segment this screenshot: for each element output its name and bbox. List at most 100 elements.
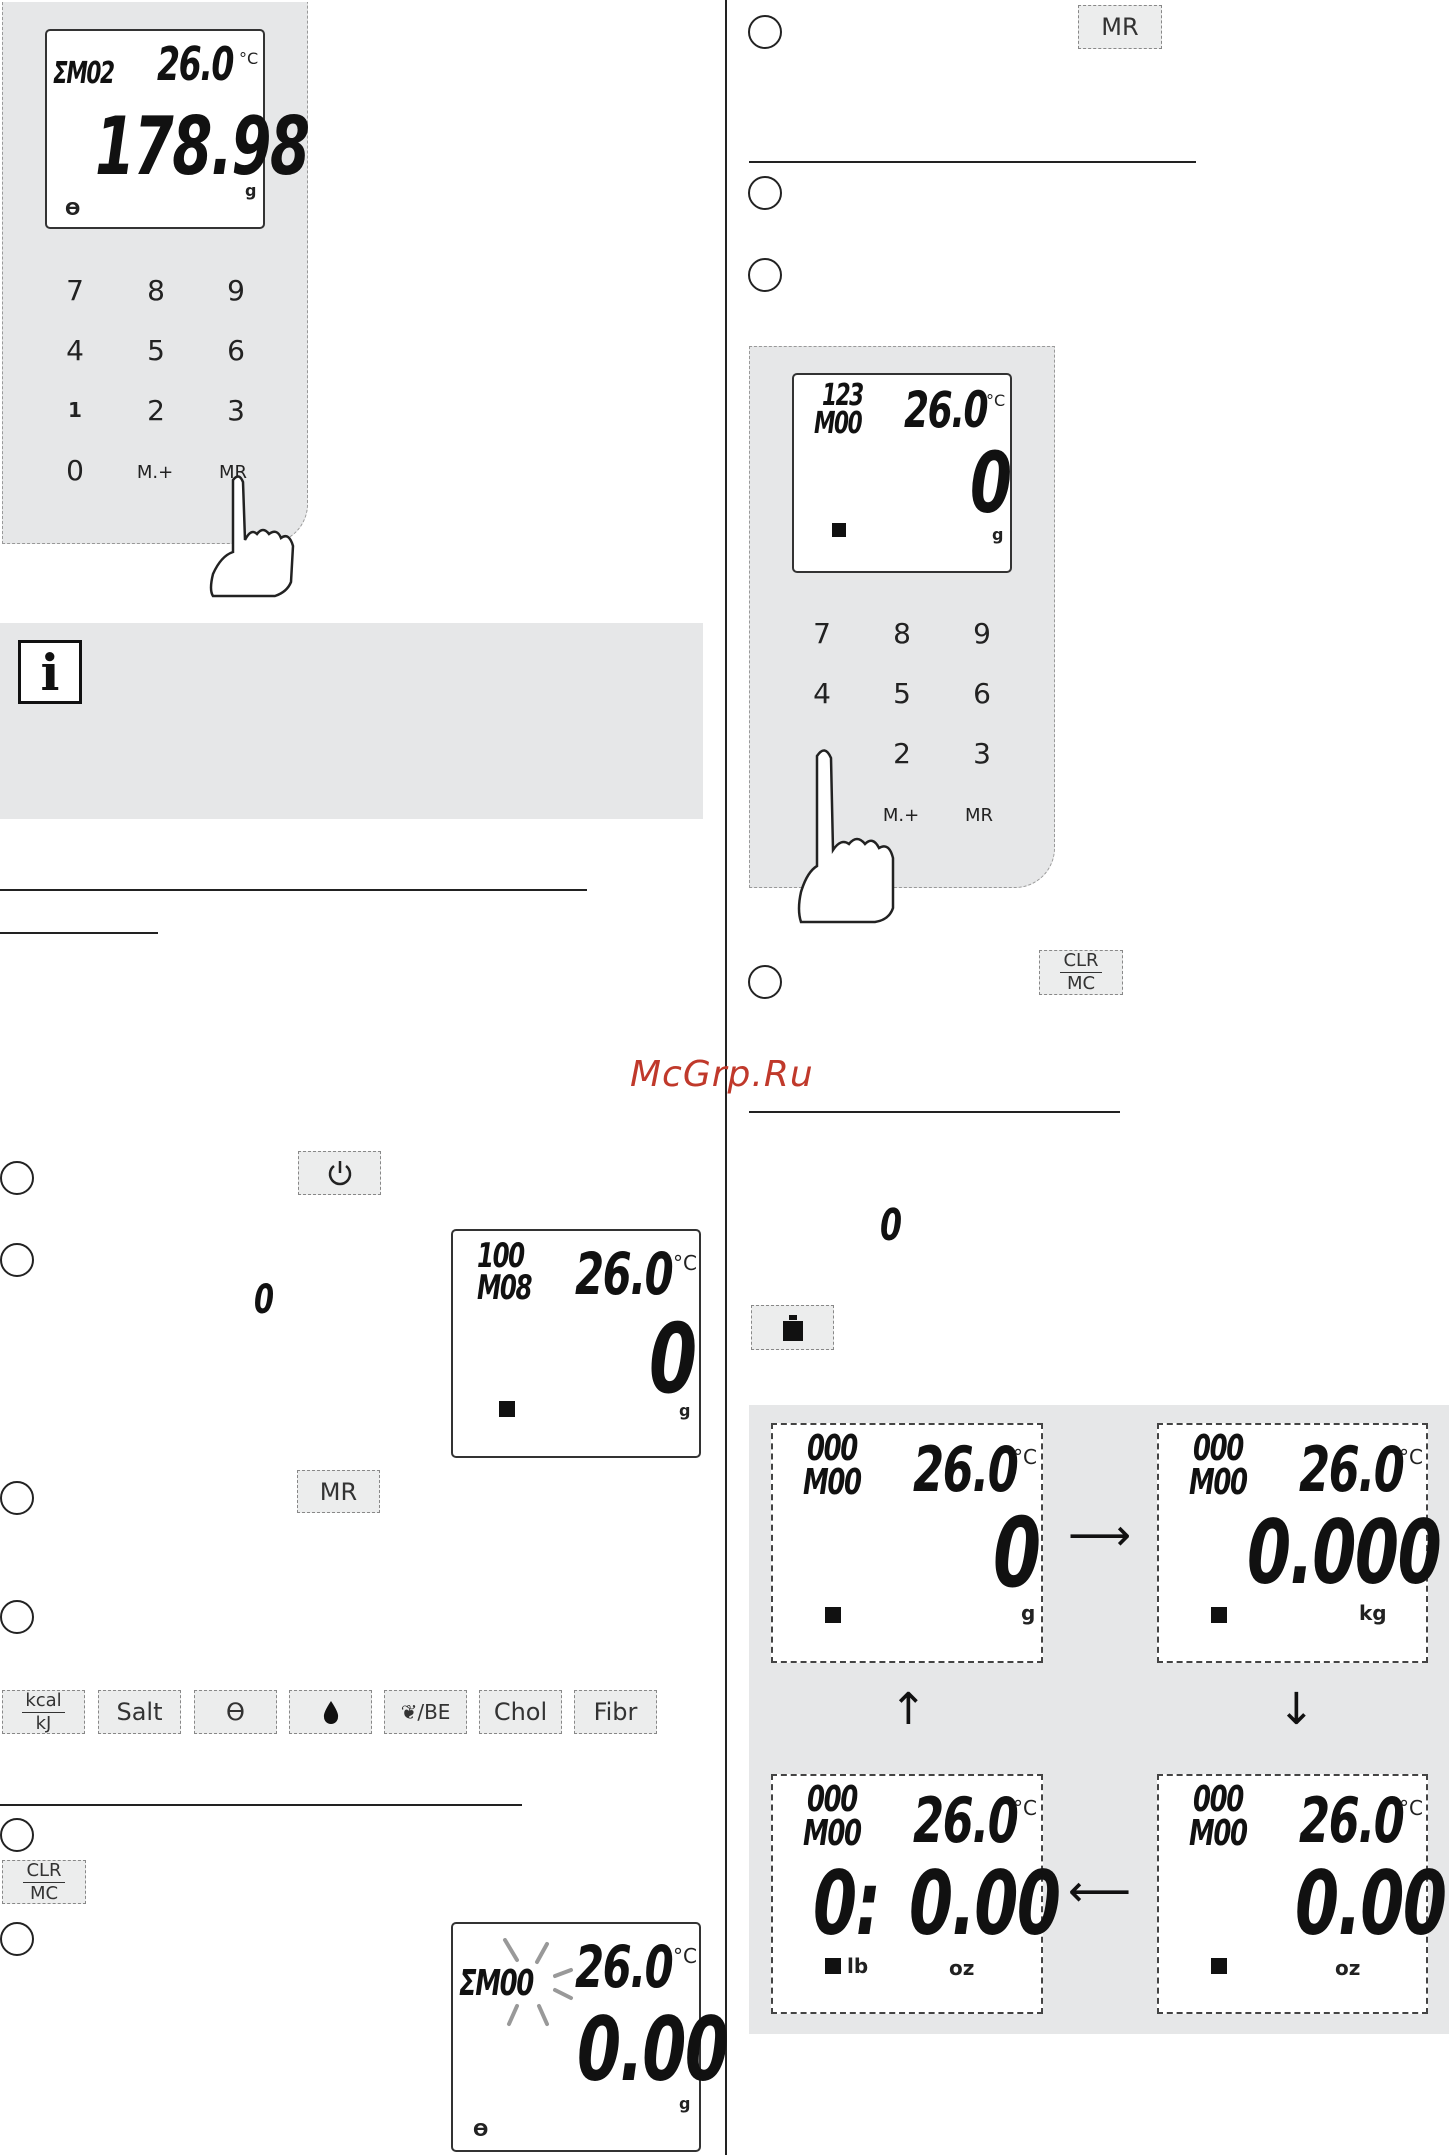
fibr-button[interactable]: Fibr — [574, 1690, 657, 1734]
section-rule-short — [0, 932, 158, 934]
key-7[interactable]: 7 — [813, 617, 831, 650]
carb-be-button[interactable]: ❦/BE — [384, 1690, 467, 1734]
inline-zero: 0 — [254, 1277, 274, 1323]
key-9[interactable]: 9 — [227, 274, 245, 307]
arrow-left-icon: ⟵ — [1068, 1866, 1132, 1917]
lcd-degree: °C — [673, 1944, 697, 1968]
arrow-right-icon: ⟶ — [1068, 1510, 1132, 1561]
lcd-unit: oz — [1335, 1956, 1361, 1980]
lcd-unit-lb: lb — [847, 1954, 869, 1978]
key-1[interactable]: 1 — [68, 398, 82, 422]
info-icon: i — [18, 640, 82, 704]
finger-pointer-icon — [797, 749, 895, 924]
section-rule — [0, 1804, 522, 1806]
fat-button[interactable]: ϴ — [194, 1690, 277, 1734]
arrow-up-icon: ↑ — [890, 1684, 927, 1735]
chol-button[interactable]: Chol — [479, 1690, 562, 1734]
kcal-label: kcal — [22, 1691, 65, 1713]
key-5[interactable]: 5 — [893, 677, 911, 710]
key-m-plus[interactable]: M.+ — [136, 462, 174, 483]
key-2[interactable]: 2 — [893, 737, 911, 770]
mr-button[interactable]: MR — [297, 1470, 380, 1513]
step-circle-r1 — [748, 15, 782, 49]
mc-label: MC — [1066, 973, 1096, 994]
lcd-weight: 0.000 — [1247, 1501, 1442, 1604]
lcd-weight: 0 — [970, 434, 1012, 532]
key-mr[interactable]: MR — [964, 805, 994, 826]
weight-icon — [782, 1314, 803, 1341]
lcd-unit: kg — [1359, 1601, 1387, 1625]
lcd-unit: g — [992, 525, 1004, 544]
lcd-count: 123 — [822, 378, 864, 413]
scale-keypad-panel-right: 123 M00 26.0 °C 0 g 7 8 9 4 5 6 2 3 M.+ … — [749, 346, 1055, 888]
lcd-weight: 0.00 — [577, 1998, 729, 2101]
lcd-unit: g — [245, 181, 257, 200]
key-2[interactable]: 2 — [147, 394, 165, 427]
key-8[interactable]: 8 — [147, 274, 165, 307]
weight-icon — [1211, 1607, 1227, 1623]
key-0[interactable]: 0 — [66, 454, 84, 487]
key-6[interactable]: 6 — [227, 334, 245, 367]
tare-unit-button[interactable] — [751, 1305, 834, 1350]
salt-button[interactable]: Salt — [98, 1690, 181, 1734]
lcd-weight: 0 — [649, 1303, 697, 1415]
lcd-degree: °C — [1399, 1796, 1423, 1820]
column-divider — [725, 0, 727, 2155]
key-9[interactable]: 9 — [973, 617, 991, 650]
lcd-display: ΣM02 26.0 °C 178.98 g ϴ — [45, 29, 310, 229]
lcd-sigma-display: ΣM00 26.0 °C 0.00 g ϴ — [451, 1922, 729, 2152]
mc-label: MC — [29, 1882, 59, 1904]
step-circle-2 — [0, 1243, 34, 1277]
key-4[interactable]: 4 — [813, 677, 831, 710]
lcd-unit-g: 000 M00 26.0 °C 0 g — [771, 1423, 1043, 1663]
key-8[interactable]: 8 — [893, 617, 911, 650]
kj-label: kJ — [35, 1712, 52, 1734]
lcd-temperature: 26.0 — [575, 1933, 674, 2001]
watermark-text: McGrp.Ru — [630, 1054, 814, 1095]
lcd-temperature: 26.0 — [913, 1784, 1019, 1857]
lcd-degree: °C — [1013, 1796, 1037, 1820]
lcd-weight: 0.00 — [1295, 1852, 1447, 1955]
lcd-temperature: 26.0 — [575, 1240, 674, 1308]
theta-icon: ϴ — [65, 199, 81, 220]
key-5[interactable]: 5 — [147, 334, 165, 367]
weight-icon — [825, 1958, 841, 1974]
lcd-degree: °C — [986, 391, 1006, 410]
power-button[interactable] — [298, 1151, 381, 1195]
step-circle-r3 — [748, 258, 782, 292]
key-7[interactable]: 7 — [66, 274, 84, 307]
water-button[interactable] — [289, 1690, 372, 1734]
clr-label: CLR — [23, 1861, 65, 1883]
lcd-unit: g — [1021, 1601, 1036, 1625]
lcd-temperature: 26.0 — [1299, 1433, 1405, 1506]
step-circle-6 — [0, 1922, 34, 1956]
lcd-memory: M08 — [477, 1268, 533, 1308]
blink-rays-icon — [503, 1938, 573, 2026]
info-box — [0, 623, 703, 819]
power-icon — [328, 1161, 351, 1186]
key-m-plus[interactable]: M.+ — [882, 805, 920, 826]
lcd-temperature: 26.0 — [1299, 1784, 1405, 1857]
lcd-degree: °C — [239, 49, 259, 68]
lcd-memory: M00 — [1189, 1813, 1248, 1854]
clr-label: CLR — [1060, 952, 1102, 973]
lcd-count: 000 — [807, 1428, 858, 1469]
weight-icon — [825, 1607, 841, 1623]
key-6[interactable]: 6 — [973, 677, 991, 710]
lcd-memory: ΣM02 — [53, 56, 115, 91]
lcd-weight-lb: 0: — [813, 1852, 881, 1955]
key-3[interactable]: 3 — [227, 394, 245, 427]
wheat-icon: ❦ — [400, 1700, 418, 1724]
lcd-degree: °C — [1399, 1445, 1423, 1469]
mr-button-top[interactable]: MR — [1078, 5, 1162, 49]
key-3[interactable]: 3 — [973, 737, 991, 770]
lcd-temperature: 26.0 — [913, 1433, 1019, 1506]
key-4[interactable]: 4 — [66, 334, 84, 367]
step-circle-4 — [0, 1600, 34, 1634]
lcd-memory: M00 — [803, 1462, 862, 1503]
lcd-weight: 0 — [993, 1497, 1041, 1609]
step-circle-1 — [0, 1161, 34, 1195]
